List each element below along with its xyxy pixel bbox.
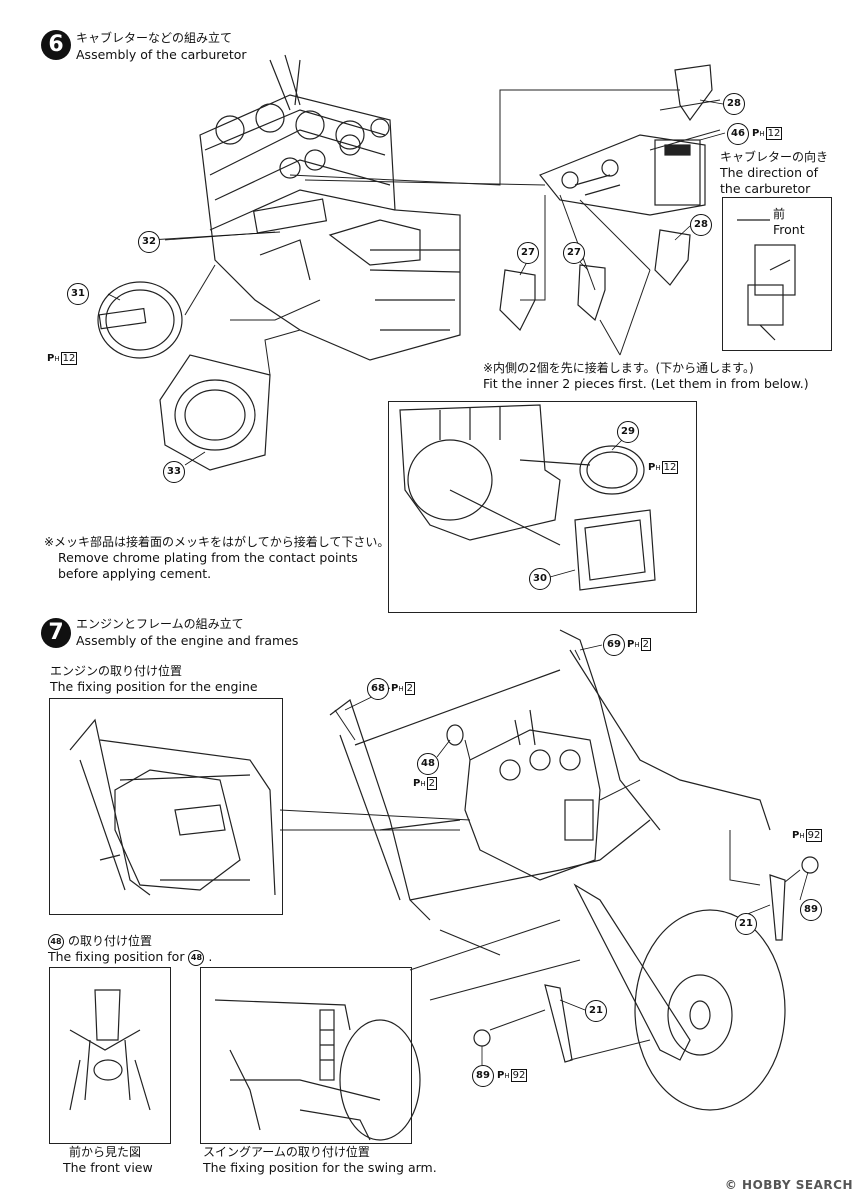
part-48-inline-callout-2: 48 — [188, 949, 205, 966]
direction-title-en-1: The direction of — [720, 165, 819, 180]
front-label-jp: 前 — [773, 207, 786, 221]
part-89a-callout: 89 — [800, 899, 822, 921]
part-21b-callout: 21 — [585, 1000, 607, 1022]
engine-step7-drawing — [464, 709, 601, 881]
cover-33-drawing — [159, 354, 271, 471]
front-view-inset-box — [49, 967, 171, 1144]
swingarm-inset-box — [200, 967, 412, 1144]
part-69-callout: 69 — [603, 634, 625, 656]
step-7-title-en: Assembly of the engine and frames — [76, 633, 299, 648]
engine-position-title-jp: エンジンの取り付け位置 — [50, 664, 183, 678]
part-28-callout: 28 — [723, 93, 745, 115]
part-48-inline-callout: 48 — [48, 933, 64, 950]
engine-position-inset-box — [49, 698, 283, 915]
pos48-title-en: The fixing position for — [48, 949, 185, 964]
part-21a-callout: 21 — [735, 913, 757, 935]
note-inner-jp: ※内側の2個を先に接着します。(下から通します。) — [483, 361, 754, 375]
note-inner-en: Fit the inner 2 pieces first. (Let them … — [483, 376, 809, 391]
part-48-callout: 48 — [417, 753, 439, 775]
swingarm-label-en: The fixing position for the swing arm. — [203, 1160, 437, 1175]
front-view-label-en: The front view — [63, 1160, 153, 1175]
part-32-callout: 32 — [138, 231, 160, 253]
front-view-inset-drawing — [69, 989, 151, 1111]
front-view-label-jp: 前から見た図 — [69, 1145, 142, 1159]
step-6-title-en: Assembly of the carburetor — [76, 47, 247, 62]
swingarm-inset-drawing — [214, 999, 421, 1141]
note-chrome-jp: ※メッキ部品は接着面のメッキをはがしてから接着して下さい。 — [44, 535, 390, 549]
frame-drawing — [329, 629, 771, 956]
pos48-title-en-row: The fixing position for 48 . — [48, 949, 213, 966]
part-46-callout: 46 — [727, 123, 749, 145]
side-cover-inset-box — [388, 401, 697, 613]
part-31-callout: 31 — [67, 283, 89, 305]
direction-title-jp: キャブレターの向き — [720, 150, 829, 164]
front-label-en: Front — [773, 222, 805, 237]
shock-absorbers-drawing — [473, 856, 819, 1063]
part-30-callout: 30 — [529, 568, 551, 590]
direction-title-en-2: the carburetor — [720, 181, 811, 196]
engine-position-inset-drawing — [69, 718, 276, 896]
part-29-callout: 29 — [617, 421, 639, 443]
step-6-title-jp: キャブレターなどの組み立て — [76, 31, 233, 45]
part-89b-callout: 89 — [472, 1065, 494, 1087]
engine-position-title-en: The fixing position for the engine — [50, 679, 258, 694]
step-7-badge: 7 — [41, 618, 71, 648]
carburetor-direction-drawing — [737, 219, 796, 341]
part-33-callout: 33 — [163, 461, 185, 483]
swingarm-label-jp: スイングアームの取り付け位置 — [203, 1145, 370, 1159]
step-7-title-jp: エンジンとフレームの組み立て — [76, 617, 244, 631]
part-27b-callout: 27 — [563, 242, 585, 264]
direction-inset-box: 前 Front — [722, 197, 832, 351]
carburetor-drawing — [499, 64, 713, 332]
note-chrome-en-1: Remove chrome plating from the contact p… — [58, 550, 358, 565]
part-28b-callout: 28 — [690, 214, 712, 236]
swingarm-wheel-drawing — [573, 883, 786, 1111]
side-cover-inset-drawing — [399, 404, 656, 591]
pos48-title-jp: の取り付け位置 — [67, 934, 152, 948]
part-27a-callout: 27 — [517, 242, 539, 264]
cover-31-drawing — [97, 281, 183, 359]
pos48-title-jp-row: 48 の取り付け位置 — [48, 933, 152, 950]
step-6-badge: 6 — [41, 30, 71, 60]
engine-drawing — [199, 54, 461, 361]
watermark: © HOBBY SEARCH — [724, 1178, 853, 1192]
note-chrome-en-2: before applying cement. — [58, 566, 212, 581]
part-68-callout: 68 — [367, 678, 389, 700]
